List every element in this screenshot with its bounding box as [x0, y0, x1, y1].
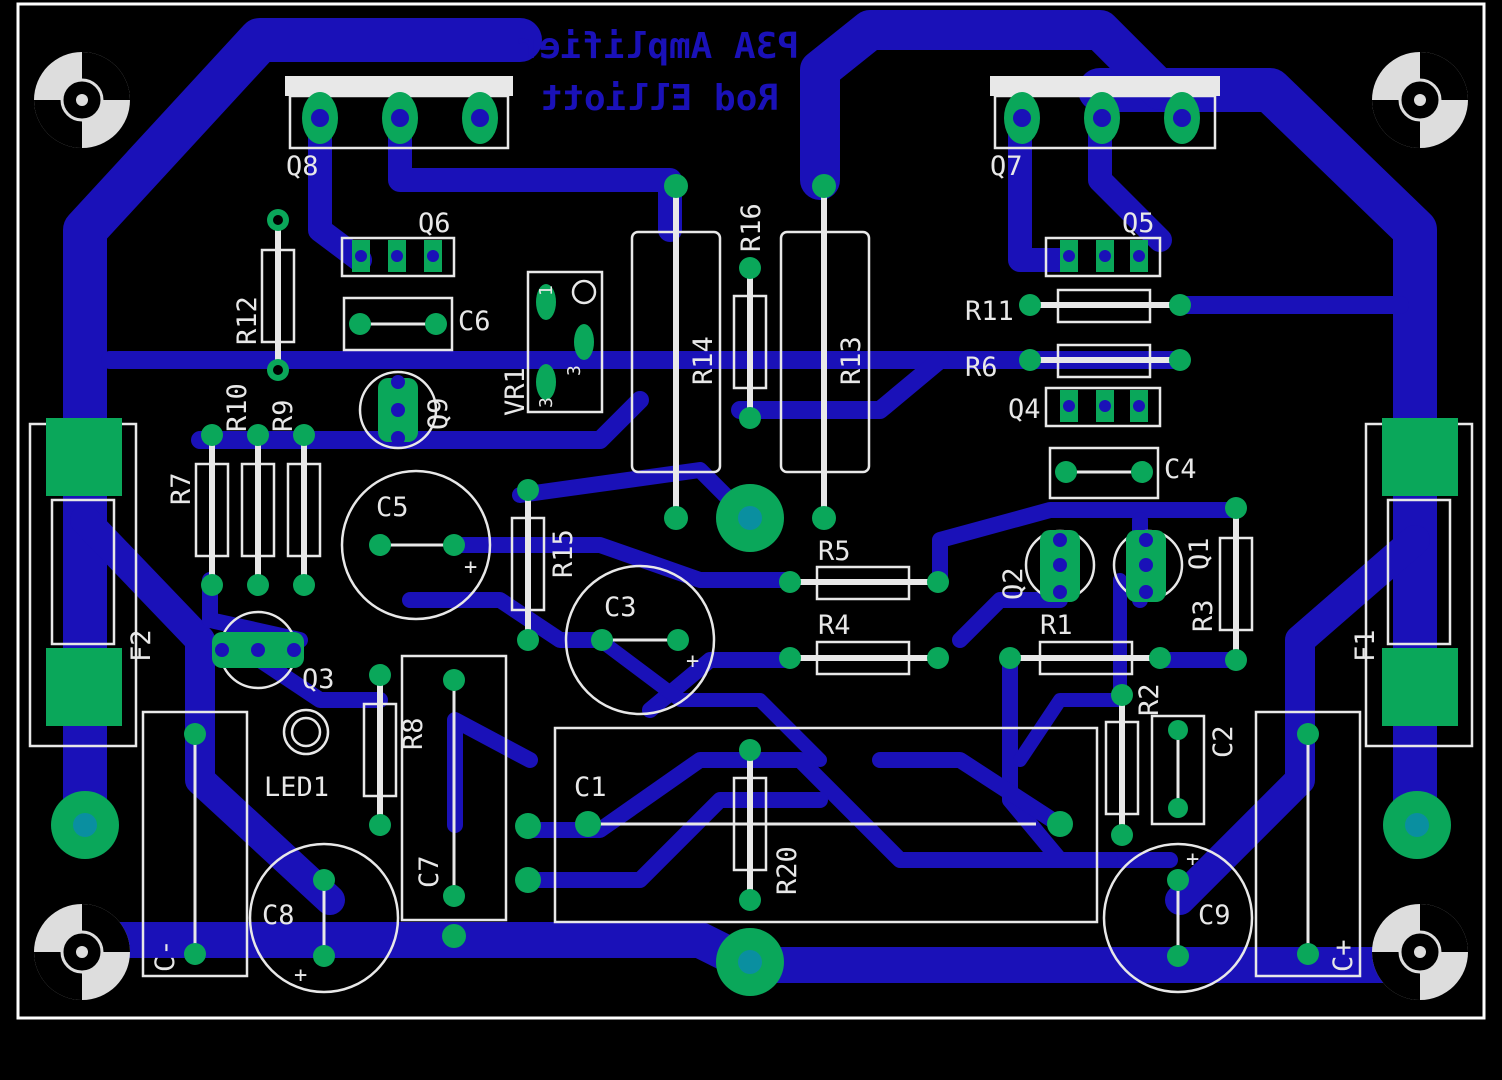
mounting-hole-bl	[34, 904, 130, 1000]
r12-resistor: R12	[232, 209, 296, 381]
r9-label: R9	[268, 399, 299, 432]
r15-resistor: R15	[510, 479, 579, 651]
q2-label: Q2	[998, 567, 1029, 600]
led1: LED1	[264, 708, 330, 803]
r11-resistor: R11	[965, 288, 1191, 327]
c3-plus: +	[686, 649, 699, 674]
r6-label: R6	[965, 352, 998, 383]
r12-label: R12	[232, 296, 263, 345]
r15-label: R15	[548, 529, 579, 578]
r14-label: R14	[688, 336, 719, 385]
r2-label: R2	[1134, 683, 1165, 716]
r16-label: R16	[736, 203, 767, 252]
mounting-hole-br	[1372, 904, 1468, 1000]
q3-label: Q3	[302, 664, 335, 695]
c3-capacitor: C3 +	[564, 564, 716, 716]
copper-traces	[42, 10, 1458, 983]
led1-label: LED1	[264, 772, 329, 803]
q5-transistor: Q5	[1044, 208, 1162, 278]
cplus-capacitor: C+	[1254, 710, 1362, 978]
r5-label: R5	[818, 536, 851, 567]
r8-resistor: R8	[362, 664, 429, 836]
vr1-pin1: 1	[536, 285, 557, 296]
title-line2: Rod Elliott	[541, 78, 779, 119]
f1-fuse: F1	[1350, 418, 1474, 748]
q6-label: Q6	[418, 208, 451, 239]
c2-capacitor: C2	[1150, 714, 1239, 826]
c4-capacitor: C4	[1048, 446, 1197, 500]
c7-capacitor: C7	[400, 654, 508, 922]
q9-transistor: Q9	[358, 370, 454, 450]
q4-transistor: Q4	[1008, 386, 1162, 428]
c8-capacitor: C8 +	[248, 842, 400, 994]
r7-resistor: R7	[166, 424, 230, 596]
r13-resistor: R13	[779, 174, 871, 530]
q8-label: Q8	[286, 151, 319, 182]
r14-resistor: R14	[630, 174, 722, 530]
c9-capacitor: C9 +	[1102, 842, 1254, 994]
r11-label: R11	[965, 296, 1014, 327]
q1-label: Q1	[1184, 537, 1215, 570]
c2-label: C2	[1208, 725, 1239, 758]
q5-label: Q5	[1122, 208, 1155, 239]
c9-label: C9	[1198, 900, 1231, 931]
cminus-capacitor: C-	[141, 710, 249, 978]
mounting-hole-tl	[34, 52, 130, 148]
vr1-pin3: 3	[536, 397, 557, 408]
r1-resistor: R1	[999, 610, 1171, 676]
r7-label: R7	[166, 472, 197, 505]
title-line1: P3A Amplifier	[517, 26, 799, 67]
c9-plus: +	[1186, 847, 1199, 872]
r13-label: R13	[836, 336, 867, 385]
c5-capacitor: C5 +	[340, 469, 492, 621]
q6-transistor: Q6	[340, 208, 456, 278]
r10-resistor: R10	[222, 383, 276, 596]
mirrored-title: P3A Amplifier Rod Elliott	[517, 26, 799, 119]
r4-label: R4	[818, 610, 851, 641]
connection-pads	[51, 484, 1451, 996]
q7-transistor: Q7	[990, 76, 1220, 182]
cminus-label: C-	[150, 939, 181, 972]
c7-label: C7	[414, 855, 445, 888]
q7-label: Q7	[990, 151, 1023, 182]
r10-label: R10	[222, 383, 253, 432]
vr1-trimmer: 1 3 3 VR1	[500, 270, 604, 416]
c1-capacitor: C1	[515, 726, 1099, 924]
q9-label: Q9	[423, 397, 454, 430]
f1-label: F1	[1350, 629, 1381, 662]
mounting-holes	[34, 52, 1468, 1000]
q4-label: Q4	[1008, 394, 1041, 425]
c1-label: C1	[574, 772, 607, 803]
c6-capacitor: C6	[342, 296, 491, 352]
r3-resistor: R3	[1188, 497, 1254, 671]
r9-resistor: R9	[268, 399, 322, 596]
r2-resistor: R2	[1104, 683, 1165, 846]
r6-resistor: R6	[965, 343, 1191, 383]
board-outline	[16, 2, 1486, 1020]
r3-label: R3	[1188, 599, 1219, 632]
f2-fuse: F2	[28, 418, 157, 748]
r16-resistor: R16	[732, 203, 768, 429]
vr1-wiper: 3	[564, 365, 585, 376]
c5-label: C5	[376, 492, 409, 523]
cplus-label: C+	[1328, 939, 1359, 972]
r5-resistor: R5	[779, 536, 949, 601]
c8-plus: +	[294, 963, 307, 988]
q3-transistor: Q3	[212, 610, 335, 695]
c8-label: C8	[262, 900, 295, 931]
c6-label: C6	[458, 306, 491, 337]
r20-label: R20	[772, 846, 803, 895]
c5-plus: +	[464, 555, 477, 580]
r4-resistor: R4	[779, 610, 949, 676]
f2-label: F2	[126, 629, 157, 662]
q2-transistor: Q2	[998, 529, 1096, 602]
vr1-label: VR1	[500, 367, 531, 416]
mounting-hole-tr	[1372, 52, 1468, 148]
q8-transistor: Q8	[285, 76, 513, 182]
r1-label: R1	[1040, 610, 1073, 641]
q1-transistor: Q1	[1112, 529, 1215, 602]
c3-label: C3	[604, 592, 637, 623]
c4-label: C4	[1164, 454, 1197, 485]
